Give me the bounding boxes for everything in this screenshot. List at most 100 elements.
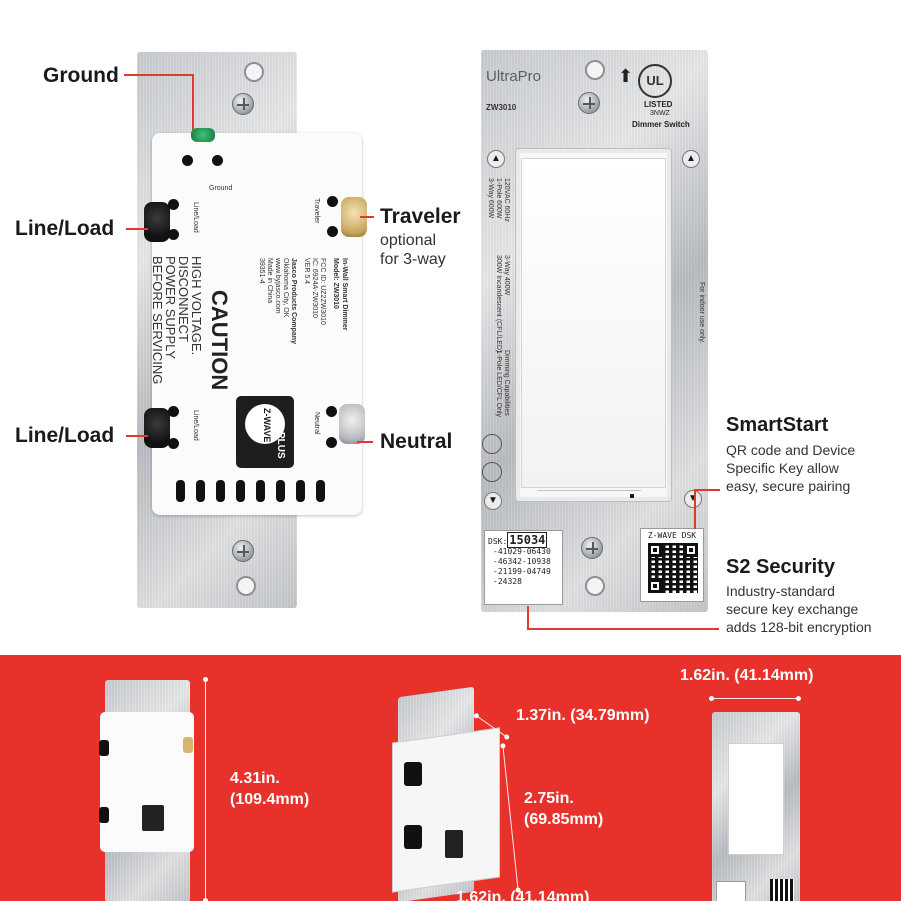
neutral-body-label: Neutral: [313, 412, 320, 435]
body-height-dimension-line: [502, 745, 519, 891]
mount-arrow-right-icon: ▲: [682, 150, 700, 168]
smartstart-title: SmartStart: [726, 414, 829, 436]
dimensions-panel: 4.31in. (109.4mm) 1.37in. (34.79mm) 2.75…: [0, 655, 901, 901]
line-load-top-hole-2: [168, 229, 179, 240]
width-top-dimension-line: [709, 696, 801, 701]
vent-slot-2: [196, 480, 205, 502]
product-feature-panel: Ground Line/Load Traveler CAUTION HIGH V…: [15, 50, 872, 635]
ground-leader-line-h: [124, 74, 194, 76]
height-dimension-value: 4.31in.: [230, 770, 280, 787]
vent-slot-3: [216, 480, 225, 502]
neutral-hole-1: [326, 406, 337, 417]
plate-mount-hole-top: [244, 62, 264, 82]
model-number: ZW3010: [486, 103, 517, 112]
ul-listed-text: LISTED: [644, 100, 673, 109]
smartstart-desc-3: easy, secure pairing: [726, 478, 851, 494]
traveler-body-label: Traveler: [313, 198, 320, 224]
led-indicator: [630, 494, 634, 498]
line-load-bottom-hole-1: [168, 406, 179, 417]
vent-slot-8: [316, 480, 325, 502]
rocker-bottom-tabs: [537, 490, 641, 500]
side-text-right-2: 1-Pole LED/CFL Only: [495, 350, 502, 418]
s2-security-desc-1: Industry-standard: [726, 583, 835, 599]
side-text-mid-2: 300W Incandescent (CFL/LED): [495, 255, 502, 353]
side-text-mid-1: 3-Way 400W: [503, 255, 510, 296]
qr-label: Z-WAVE DSK: [640, 528, 704, 602]
mount-arrow-left-icon: ▲: [487, 150, 505, 168]
product-line-2: Model: ZW3010: [332, 258, 339, 309]
ground-hole-1: [182, 155, 193, 166]
front-mount-hole-bottom: [585, 576, 605, 596]
height-dimension-line: [203, 677, 208, 901]
cert-mark-icon-1: [482, 434, 502, 454]
caution-line-1: HIGH VOLTAGE.: [189, 256, 204, 356]
zwave-badge-top-text: Z-WAVE: [262, 408, 272, 443]
brand-logo: UltraPro: [486, 68, 541, 85]
dsk-header: DSK:15034: [488, 532, 559, 548]
qr-finder-tr: [684, 543, 698, 557]
zwave-logo-icon: [245, 404, 285, 444]
plate-screw-top: [232, 93, 254, 115]
mini-front-dsk: [716, 881, 746, 901]
mini-zwave-badge: [142, 805, 164, 831]
height-dimension-metric: (109.4mm): [230, 791, 310, 808]
product-line-9: Made in China: [266, 258, 273, 304]
zwave-plus-badge: Z-WAVE PLUS: [236, 396, 294, 468]
line-load-top-hole-1: [168, 199, 179, 210]
qr-label-title: Z-WAVE DSK: [647, 531, 697, 540]
rocker-paddle[interactable]: [521, 158, 666, 488]
ul-product-text: Dimmer Switch: [632, 120, 690, 129]
vent-slot-1: [176, 480, 185, 502]
dsk-line-4: -24328: [493, 577, 522, 586]
side-text-left-2: 1-Pole 600W: [495, 178, 502, 219]
smartstart-leader-v: [694, 489, 696, 529]
brand-text: UltraPro: [486, 68, 542, 85]
product-line-3: FCC ID: UZ2ZW3010: [319, 258, 326, 325]
line-load-top-terminal-icon: [144, 202, 170, 242]
mini-side-terminal-2: [404, 825, 422, 849]
line-load-callout-2: Line/Load: [15, 424, 115, 447]
vent-slot-5: [256, 480, 265, 502]
product-line-8: www.byjasco.com: [274, 258, 281, 314]
neutral-leader: [357, 441, 373, 443]
indoor-use-text: For indoor use only.: [698, 282, 705, 344]
caution-line-2: DISCONNECT: [176, 256, 191, 342]
product-line-6: Jasco Products Company: [290, 258, 297, 344]
dsk-label: DSK:15034 -41029-06430 -46342-10938 -211…: [484, 530, 563, 605]
s2-security-desc-3: adds 128-bit encryption: [726, 619, 872, 635]
dsk-line-1: -41029-06430: [493, 547, 551, 556]
width-bottom-dimension: 1.62in. (41.14mm): [456, 889, 590, 901]
neutral-callout: Neutral: [380, 430, 453, 453]
side-text-right-1: Dimming Capabilities: [503, 350, 510, 416]
front-screw-bottom: [581, 537, 603, 559]
up-arrow-icon: ⬆: [618, 66, 634, 86]
smartstart-leader-h: [695, 489, 720, 491]
mini-side-zwave: [445, 830, 463, 858]
ul-listed-icon: UL: [638, 64, 672, 98]
line-load-leader-1: [126, 228, 148, 230]
mini-side-body: [392, 727, 500, 893]
product-line-4: IC: 6924A-ZW3010: [311, 258, 318, 318]
dsk-line-3: -21199-04749: [493, 567, 551, 576]
mini-back-body: [100, 712, 194, 852]
caution-title: CAUTION: [207, 290, 232, 391]
dsk-first-block: 15034: [507, 532, 548, 548]
traveler-callout-sub-1: optional: [380, 232, 437, 249]
mini-side-terminal-1: [404, 762, 422, 786]
neutral-hole-2: [326, 437, 337, 448]
vent-slot-6: [276, 480, 285, 502]
depth-dimension-value: 1.37in. (34.79mm): [516, 707, 650, 724]
ul-code-text: 3NWZ: [650, 110, 670, 117]
traveler-callout-title: Traveler: [380, 205, 461, 228]
width-top-dimension: 1.62in. (41.14mm): [680, 667, 814, 684]
mini-front-qr: [770, 879, 794, 901]
product-line-1: In-Wall Smart Dimmer: [341, 258, 348, 331]
qr-finder-tl: [648, 543, 662, 557]
line-load-callout-1: Line/Load: [15, 217, 115, 240]
mount-arrow-bl-icon: ▼: [484, 492, 502, 510]
qr-finder-bl: [648, 579, 662, 593]
product-line-5: VER 5.4: [303, 258, 310, 285]
line-load-bottom-terminal-icon: [144, 408, 170, 448]
side-text-left-3: 3-Way 600W: [487, 178, 494, 219]
product-line-7: Oklahoma City, OK: [282, 258, 289, 318]
